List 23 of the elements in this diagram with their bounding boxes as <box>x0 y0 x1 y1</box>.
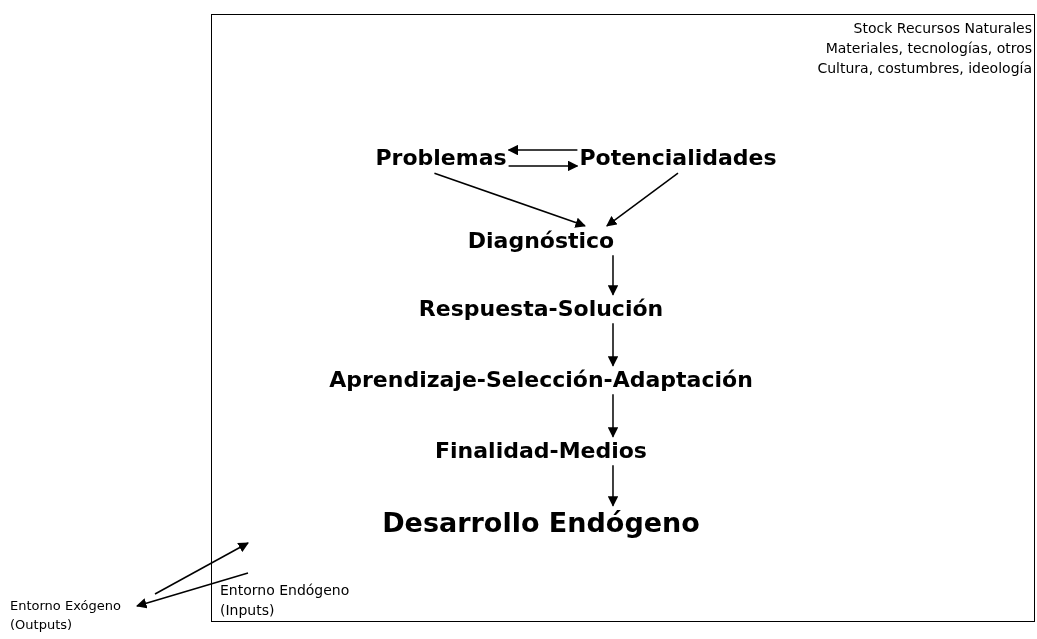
arrow <box>607 254 619 296</box>
stage-label: Problemas <box>375 144 507 172</box>
environment-label: Entorno Exógeno (Outputs) <box>10 596 135 634</box>
arrow <box>136 572 249 609</box>
arrow <box>606 172 679 227</box>
stage-label: Potencialidades <box>579 144 777 172</box>
arrow <box>607 393 619 438</box>
stage-label: Desarrollo Endógeno <box>382 506 700 540</box>
arrow <box>507 160 579 172</box>
boundary-note: Entorno Endógeno (Inputs) <box>220 581 351 620</box>
arrow <box>507 144 579 156</box>
stage-label: Diagnóstico <box>467 227 615 255</box>
system-boundary-frame <box>211 14 1035 622</box>
arrow <box>154 542 249 595</box>
stage-label: Respuesta-Solución <box>418 295 664 323</box>
stage-label: Finalidad-Medios <box>435 437 647 465</box>
boundary-note: Cultura, costumbres, ideología <box>817 59 1032 78</box>
boundary-note: Materiales, tecnologías, otros <box>825 39 1032 58</box>
arrow <box>607 464 619 507</box>
arrow <box>433 172 586 228</box>
arrow <box>607 322 619 367</box>
boundary-note: Stock Recursos Naturales <box>853 19 1032 38</box>
stage-label: Aprendizaje-Selección-Adaptación <box>329 366 753 394</box>
